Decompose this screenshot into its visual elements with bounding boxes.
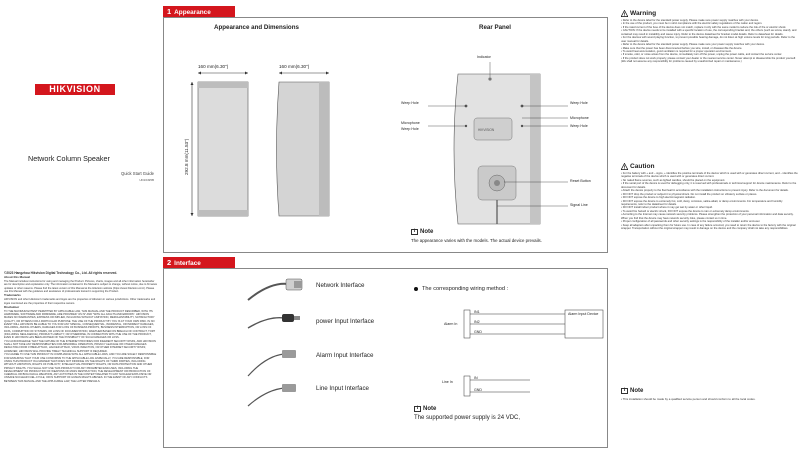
warning-item: • For the devices with sound playing fun… bbox=[621, 36, 795, 43]
in1-label: IN1 bbox=[474, 310, 480, 314]
disclaimer-paragraph-2: YOU ACKNOWLEDGE THAT THE NATURE OF THE I… bbox=[4, 339, 156, 353]
rear-panel-drawing: HIKVISION bbox=[428, 62, 568, 225]
section-number: 1 bbox=[167, 7, 172, 16]
caution-item: • To avoid fire hazard or electric shock… bbox=[621, 209, 750, 213]
weep-hole-label-mid-left: Weep Hole bbox=[401, 127, 419, 131]
about-title: About this Manual bbox=[4, 275, 30, 280]
disclaimer-paragraph-1: TO THE MAXIMUM EXTENT PERMITTED BY APPLI… bbox=[4, 309, 156, 340]
warning-triangle-icon bbox=[621, 10, 628, 17]
note-icon: i bbox=[414, 406, 421, 412]
warning-item: • CAUTION: If the device needs to be ins… bbox=[621, 29, 797, 36]
guide-label: Quick Start Guide bbox=[120, 171, 154, 176]
caution-header: Caution bbox=[621, 163, 655, 170]
note-icon: i bbox=[411, 229, 418, 235]
hikvision-logo: HIKVISION bbox=[35, 84, 115, 95]
alarm-input-device-label: Alarm Input Device bbox=[568, 312, 599, 316]
bullet-icon bbox=[414, 287, 418, 291]
gnd-line-label: GND bbox=[474, 388, 482, 392]
indicator-label: Indicator bbox=[477, 55, 491, 59]
interface-item-line-input: Line Input Interface bbox=[316, 385, 369, 392]
disclaimer-paragraph-3: YOU AGREE TO USE THIS PRODUCT IN COMPLIA… bbox=[4, 353, 157, 383]
legal-notice: ©2023 Hangzhou Hikvision Digital Technol… bbox=[4, 271, 158, 383]
caution-item: • Attach the device properly to the floo… bbox=[621, 189, 789, 193]
weep-hole-label-top-right: Weep Hole bbox=[570, 101, 588, 105]
note-title: Note bbox=[423, 406, 437, 412]
product-title: Network Column Speaker bbox=[28, 154, 110, 163]
caution-item: • DO NOT expose the device to high elect… bbox=[621, 196, 696, 200]
line-in-label: Line In bbox=[442, 380, 453, 384]
interface-frame bbox=[163, 268, 608, 448]
interface-note-text: The supported power supply is 24 VDC, bbox=[414, 415, 521, 421]
caution-list: • For the battery with + and − signs, + … bbox=[621, 172, 799, 230]
note-title: Note bbox=[630, 388, 644, 394]
warning-item: • In the use of the product, you must be… bbox=[621, 22, 763, 26]
warning-item: • Make sure that the power has been disc… bbox=[621, 46, 743, 50]
caution-item: • Proper configuration of all passwords … bbox=[621, 220, 761, 224]
note-icon: i bbox=[621, 388, 628, 394]
reset-button-label: Reset Button bbox=[570, 179, 591, 183]
right-note: i Note bbox=[621, 388, 643, 394]
trademarks-title: Trademarks bbox=[4, 293, 21, 298]
warning-item: • Refer to the device label for the stan… bbox=[621, 43, 765, 47]
rear-panel-heading: Rear Panel bbox=[479, 24, 511, 31]
warning-title: Warning bbox=[630, 10, 657, 17]
gnd-alarm-label: GND bbox=[474, 330, 482, 334]
caution-item: • For the battery with + and − signs, + … bbox=[621, 172, 798, 179]
microphone-label-right: Microphone bbox=[570, 116, 589, 120]
trademarks-body: HIKVISION and other Hikvision's trademar… bbox=[4, 298, 156, 305]
caution-item: • DO NOT install indoor product where it… bbox=[621, 206, 713, 210]
wiring-heading: The corresponding wiring method : bbox=[414, 286, 508, 292]
caution-item: • If the serial port of the device is us… bbox=[621, 182, 797, 189]
appearance-note: i Note bbox=[411, 229, 433, 235]
interface-note: i Note bbox=[414, 406, 436, 412]
in2-label: IN2 bbox=[474, 320, 480, 324]
appearance-frame bbox=[163, 17, 608, 253]
cover-panel: HIKVISION Network Column Speaker Quick S… bbox=[0, 0, 160, 453]
interface-item-alarm-input: Alarm Input Interface bbox=[316, 352, 374, 359]
width-dimension-side: 160 mm(6.30") bbox=[279, 64, 310, 69]
caution-item: • DO NOT expose the device to extremely … bbox=[621, 199, 783, 206]
in-line-label: IN bbox=[474, 376, 478, 380]
interface-item-power-input: power Input Interface bbox=[316, 318, 375, 325]
appearance-dimensions-heading: Appearance and Dimensions bbox=[214, 24, 299, 31]
warning-list: • Refer to the device label for the stan… bbox=[621, 19, 799, 64]
right-note-text: • This installation should be made by a … bbox=[621, 397, 756, 401]
interface-item-network: Network Interface bbox=[316, 282, 365, 289]
warning-item: • If the rated current of the fuse of th… bbox=[621, 25, 787, 29]
caution-item: • DO NOT drop the product or subject it … bbox=[621, 192, 758, 196]
weep-hole-label-mid-right: Weep Hole bbox=[570, 124, 588, 128]
warning-item: • Refer to the device label for the stan… bbox=[621, 19, 759, 22]
note-title: Note bbox=[420, 229, 434, 235]
disclaimer-title: Disclaimer bbox=[4, 304, 20, 309]
appearance-note-text: The appearance varies with the models. T… bbox=[411, 238, 542, 243]
wiring-heading-text: The corresponding wiring method : bbox=[422, 286, 509, 292]
warning-item: • If the product does not work properly,… bbox=[621, 56, 796, 64]
height-dimension: 292.8 mm(11.53") bbox=[184, 138, 189, 175]
section-number: 2 bbox=[167, 258, 172, 267]
caution-item: • According to the Internet may cause ne… bbox=[621, 213, 794, 220]
warning-item: • To avoid heat accumulation, good venti… bbox=[621, 49, 732, 53]
width-dimension-front: 160 mm(6.30") bbox=[198, 64, 229, 69]
copyright-text: ©2023 Hangzhou Hikvision Digital Technol… bbox=[4, 271, 118, 275]
wiring-diagram bbox=[463, 309, 604, 397]
warning-header: Warning bbox=[621, 10, 656, 17]
signal-line-label: Signal Line bbox=[570, 203, 588, 207]
section-title: Appearance bbox=[174, 9, 211, 16]
cable-drawings bbox=[247, 278, 303, 407]
document-code: UD16495B bbox=[139, 178, 154, 182]
alarm-in-label: Alarm In bbox=[444, 322, 458, 326]
caution-triangle-icon bbox=[621, 163, 628, 170]
dimension-drawing bbox=[190, 71, 330, 217]
caution-title: Caution bbox=[630, 163, 655, 170]
microphone-label-left: Microphone bbox=[401, 121, 420, 125]
caution-item: • No naked flame sources, such as lighte… bbox=[621, 178, 726, 182]
section-title: Interface bbox=[174, 260, 201, 267]
caution-item: • Keep all adapters after unpacking them… bbox=[621, 223, 796, 230]
weep-hole-label-top-left: Weep Hole bbox=[401, 101, 419, 105]
warning-item: • If smoke, odor, or noise arises from t… bbox=[621, 53, 783, 57]
svg-text:HIKVISION: HIKVISION bbox=[478, 128, 495, 132]
about-body: The Manual includes instructions for usi… bbox=[4, 280, 158, 294]
